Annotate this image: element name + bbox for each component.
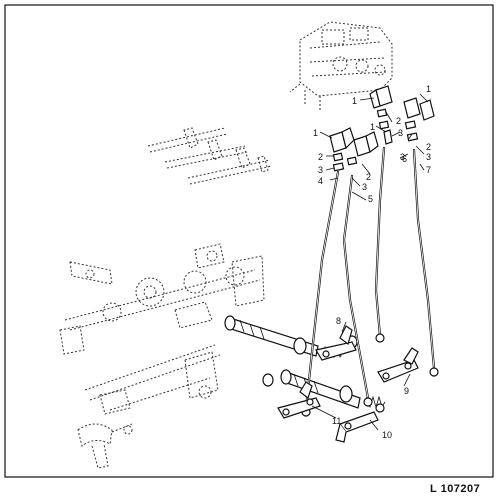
gearbox-housing-ghost (289, 21, 393, 110)
callout-10: 10 (382, 430, 392, 440)
clevis-group-center (346, 131, 379, 166)
shift-rod-middle (374, 146, 386, 343)
callout-2: 2 (366, 172, 371, 182)
callout-labels: 1 1 1 1 2 2 2 2 3 3 3 3 3 4 5 6 7 8 9 10… (313, 84, 431, 440)
callout-8: 8 (336, 316, 341, 326)
clevis-group-right (403, 97, 435, 142)
callout-3: 3 (362, 182, 367, 192)
shaft-collars (262, 335, 385, 413)
figure-reference: L 107207 (430, 483, 480, 495)
shift-rod-7 (412, 148, 439, 377)
callout-2: 2 (396, 116, 401, 126)
lever-10 (335, 411, 379, 443)
shift-rod-5 (342, 174, 373, 407)
callout-11: 11 (332, 416, 341, 426)
callout-1: 1 (352, 96, 357, 106)
lever-9 (377, 347, 419, 383)
callout-1: 1 (426, 84, 431, 94)
clevis-group-left (329, 127, 355, 172)
callout-1: 1 (313, 128, 318, 138)
callout-3: 3 (398, 128, 403, 138)
callout-1: 1 (370, 122, 375, 132)
callout-2: 2 (318, 152, 323, 162)
selector-rails-ghost (147, 127, 273, 185)
callout-9: 9 (404, 386, 409, 396)
callout-6: 6 (402, 154, 407, 164)
shift-shaft-assembly-ghost (59, 243, 265, 415)
clevis-group-upper (369, 85, 393, 145)
callout-7: 7 (426, 165, 431, 175)
callout-2: 2 (426, 142, 431, 152)
callout-3: 3 (426, 152, 431, 162)
callout-3: 3 (318, 165, 323, 175)
callout-5: 5 (368, 194, 373, 204)
diagram-frame (4, 4, 494, 478)
lever-11 (277, 381, 321, 419)
callout-3: 3 (400, 152, 405, 162)
selector-fork-ghost (77, 423, 133, 469)
lever-8 (315, 325, 357, 361)
leader-lines (311, 93, 429, 431)
callout-4: 4 (318, 176, 323, 186)
